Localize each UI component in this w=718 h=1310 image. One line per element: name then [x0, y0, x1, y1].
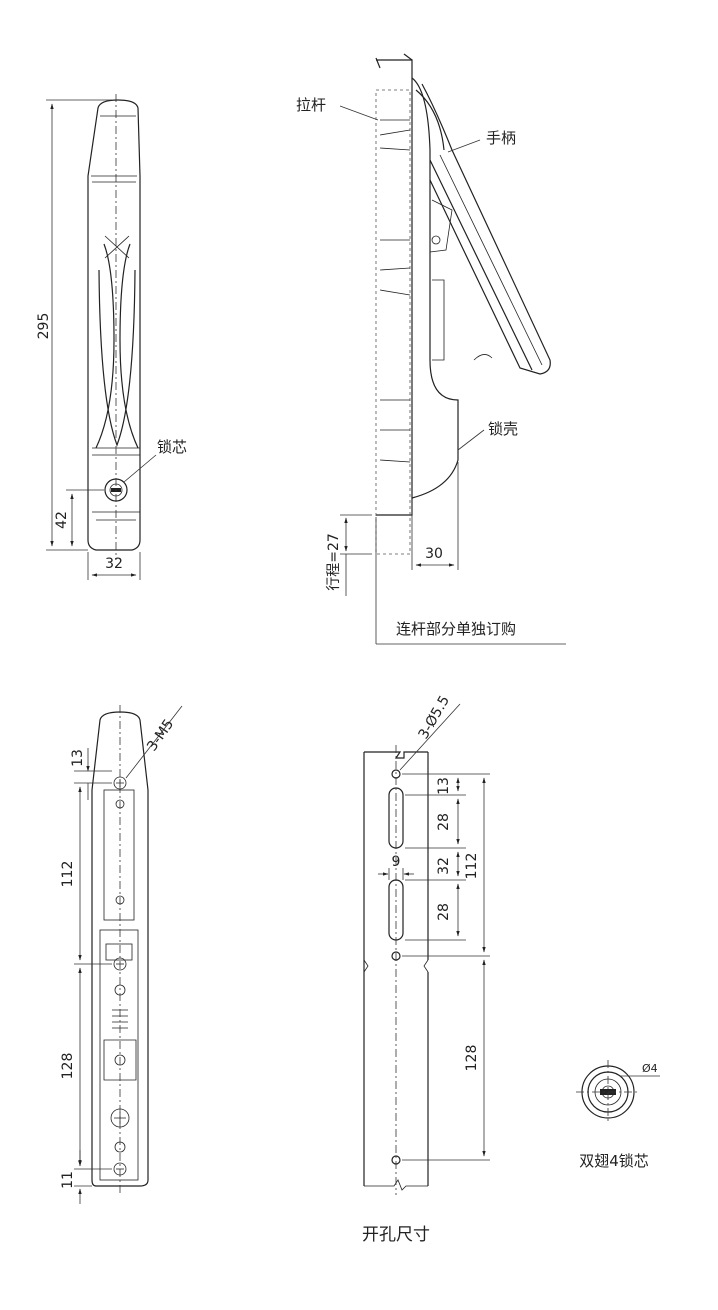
- cut-dim-112: 112: [464, 853, 480, 880]
- linkage-note: 连杆部分单独订购: [396, 620, 516, 638]
- dim-112: 112: [60, 861, 76, 888]
- back-view: [74, 705, 183, 1204]
- lock-core-detail: [576, 1060, 660, 1124]
- side-view: [339, 53, 566, 645]
- core-type-label: 双翅4锁芯: [579, 1152, 649, 1170]
- label-pull-rod: 拉杆: [296, 96, 326, 114]
- dim-32: 32: [105, 556, 123, 572]
- label-lock-core: 锁芯: [157, 438, 187, 456]
- cut-dim-9: 9: [392, 854, 401, 870]
- dim-stroke: 行程=27: [326, 533, 342, 591]
- dim-295: 295: [36, 313, 52, 340]
- cut-dim-28a: 28: [436, 813, 452, 831]
- dim-42: 42: [54, 511, 70, 529]
- cut-dim-28b: 28: [436, 903, 452, 921]
- cutout-view: [363, 703, 490, 1195]
- dim-30: 30: [425, 546, 443, 562]
- cut-dim-128: 128: [464, 1045, 480, 1072]
- cutout-title: 开孔尺寸: [362, 1225, 430, 1245]
- dim-13: 13: [70, 749, 86, 767]
- screw-label: 3-M5: [144, 716, 177, 754]
- cut-dim-13: 13: [436, 777, 452, 795]
- dim-11: 11: [60, 1171, 76, 1189]
- dim-128: 128: [60, 1053, 76, 1080]
- phi4-label: Ø4: [642, 1062, 658, 1075]
- label-lock-shell: 锁壳: [488, 420, 518, 438]
- label-handle: 手柄: [486, 129, 516, 147]
- front-view: [46, 94, 157, 580]
- cut-dim-32: 32: [436, 857, 452, 875]
